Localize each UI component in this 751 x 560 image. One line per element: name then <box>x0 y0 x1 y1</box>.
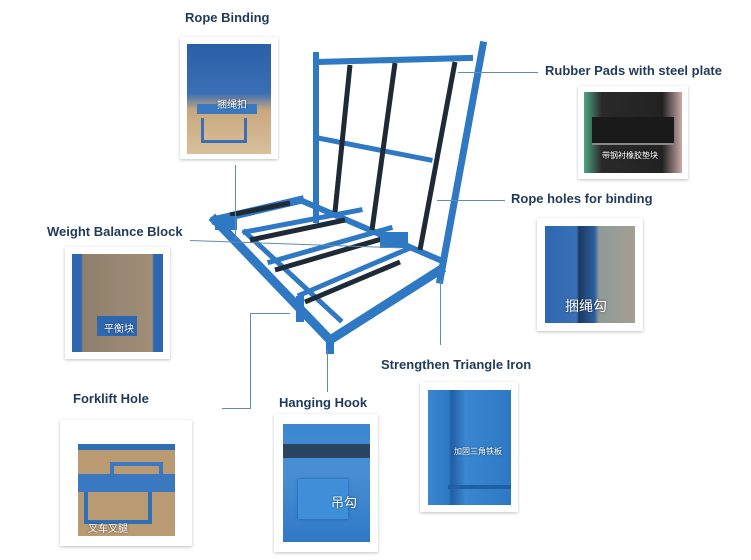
photo-caption: 叉车叉腿 <box>88 524 128 535</box>
label-hanging-hook: Hanging Hook <box>279 395 368 410</box>
label-rope-holes: Rope holes for binding <box>511 191 653 206</box>
photo-rubber-pads: 带钢衬橡胶垫块 <box>578 86 688 179</box>
leader-line-rope-holes <box>437 200 505 201</box>
label-rubber-pads: Rubber Pads with steel plate <box>545 63 722 78</box>
photo-caption: 吊勾 <box>331 495 358 510</box>
photo-rope-holes: 捆绳勾 <box>537 218 643 331</box>
label-forklift-hole: Forklift Hole <box>73 391 149 406</box>
photo-caption: 加固三角铁板 <box>454 447 502 456</box>
leader-line-rope-binding <box>235 165 236 240</box>
leader-line-rubber-pads <box>458 72 538 73</box>
photo-rope-binding: 捆绳扣 <box>180 37 278 159</box>
photo-caption: 捆绳勾 <box>565 298 607 314</box>
leader-line-forklift-v <box>250 313 251 408</box>
photo-caption: 平衡块 <box>104 324 134 335</box>
photo-caption: 捆绳扣 <box>217 100 247 111</box>
photo-weight-balance: 平衡块 <box>65 247 170 359</box>
photo-strengthen-triangle: 加固三角铁板 <box>420 382 518 512</box>
label-rope-binding: Rope Binding <box>185 10 270 25</box>
leader-line-triangle <box>440 280 441 345</box>
photo-forklift-hole: 叉车叉腿 <box>60 420 192 546</box>
label-strengthen-triangle: Strengthen Triangle Iron <box>381 357 532 372</box>
photo-hanging-hook: 吊勾 <box>274 414 378 552</box>
leader-line-forklift-h2 <box>222 408 251 409</box>
photo-caption: 带钢衬橡胶垫块 <box>602 151 658 160</box>
label-weight-balance: Weight Balance Block <box>47 224 183 239</box>
leader-line-hanging-hook <box>327 350 328 392</box>
leader-line-forklift-h <box>250 313 290 314</box>
